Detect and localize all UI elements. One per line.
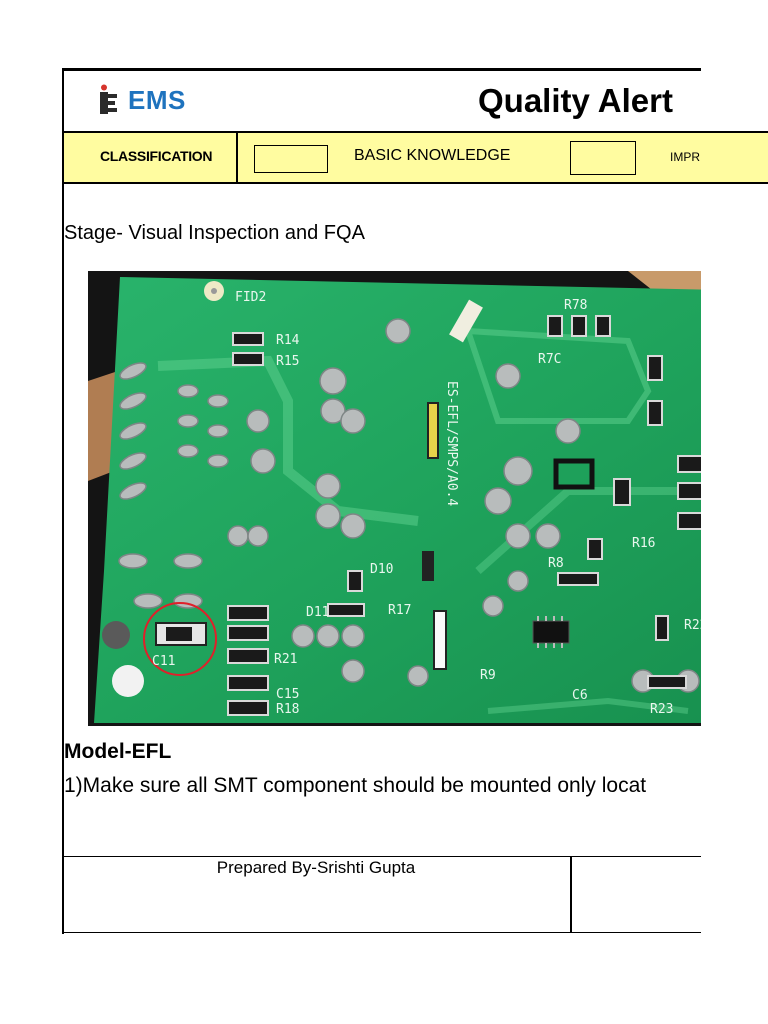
page-title: Quality Alert: [478, 82, 673, 119]
footer-divider: [570, 856, 572, 933]
svg-text:R9: R9: [480, 668, 496, 683]
svg-text:C15: C15: [276, 687, 299, 702]
pcb-photo: FID2 R14 R15 R78 R7C D10 D11 R17 C15 R18…: [88, 271, 768, 726]
improvement-checkbox[interactable]: [570, 141, 636, 175]
svg-text:R23: R23: [650, 702, 673, 717]
svg-text:R21: R21: [274, 652, 297, 667]
prepared-by: Prepared By-Srishti Gupta: [216, 858, 416, 877]
classification-band: [64, 131, 768, 184]
classification-divider: [236, 131, 238, 184]
svg-text:D10: D10: [370, 562, 393, 577]
svg-text:C6: C6: [572, 688, 588, 703]
svg-text:FID2: FID2: [235, 290, 266, 305]
svg-text:R17: R17: [388, 603, 411, 618]
svg-text:R14: R14: [276, 333, 300, 348]
stage-text: Stage- Visual Inspection and FQA: [64, 222, 365, 244]
highlight-circle: [143, 602, 217, 676]
logo-text: EMS: [128, 84, 186, 115]
svg-text:ES-EFL/SMPS/A0.4: ES-EFL/SMPS/A0.4: [444, 381, 459, 506]
svg-text:C11: C11: [152, 654, 175, 669]
basic-knowledge-checkbox[interactable]: [254, 145, 328, 173]
footer-table: [62, 856, 701, 933]
classification-label: CLASSIFICATION: [100, 148, 213, 164]
svg-text:R15: R15: [276, 354, 299, 369]
company-logo: EMS: [98, 84, 186, 116]
improvement-label: IMPR: [670, 150, 700, 164]
svg-text:R7C: R7C: [538, 352, 561, 367]
instruction-note: 1)Make sure all SMT component should be …: [64, 774, 647, 797]
basic-knowledge-label: BASIC KNOWLEDGE: [354, 147, 511, 164]
sheet-top-border: [62, 68, 701, 71]
header: [64, 71, 701, 131]
pcb-image: FID2 R14 R15 R78 R7C D10 D11 R17 C15 R18…: [88, 271, 768, 726]
svg-text:R18: R18: [276, 702, 299, 717]
svg-text:R16: R16: [632, 536, 655, 551]
model-label: Model-EFL: [64, 740, 172, 763]
svg-text:R8: R8: [548, 556, 564, 571]
svg-text:D11: D11: [306, 605, 329, 620]
sheet-left-border: [62, 68, 64, 934]
svg-text:R78: R78: [564, 298, 587, 313]
page-margin-mask: [701, 184, 768, 1024]
ems-logo-icon: [100, 84, 117, 114]
